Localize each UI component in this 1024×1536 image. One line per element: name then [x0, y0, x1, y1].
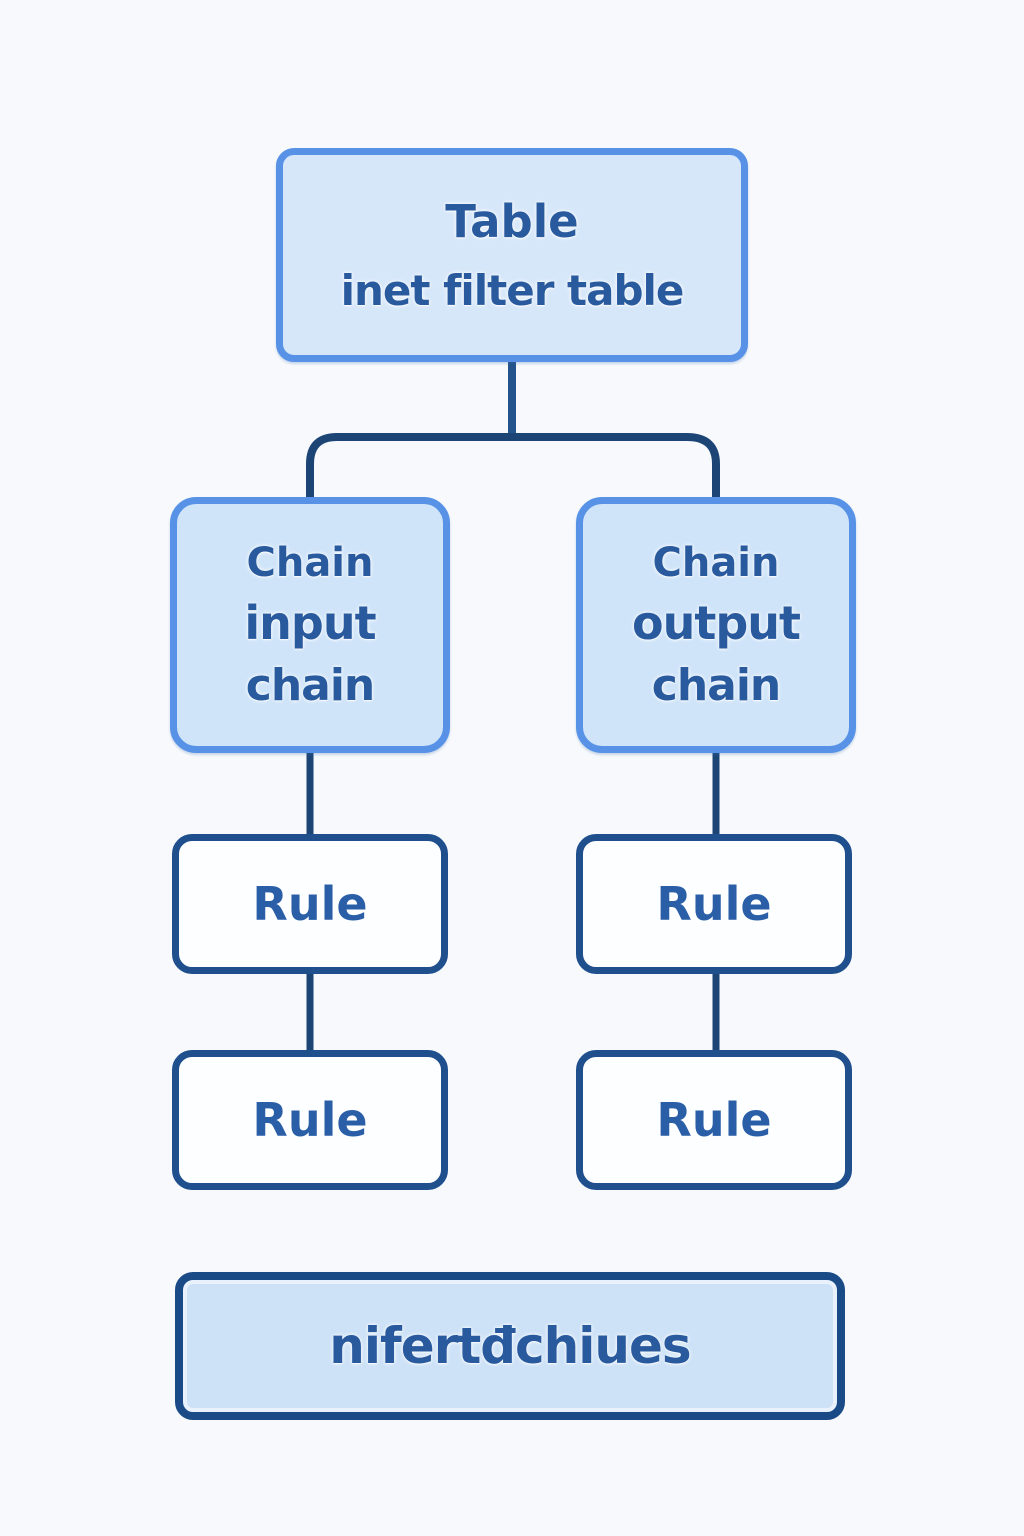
rule-output-1-label: Rule	[656, 877, 772, 931]
footer-caption-label: nifertđchiues	[329, 1317, 691, 1375]
chain-output-node: Chain output chain	[576, 497, 856, 753]
table-node-title: Table	[445, 195, 579, 248]
chain-output-node-title: Chain	[652, 539, 780, 586]
chain-output-node-name: output	[631, 595, 801, 650]
chain-input-node-name: input	[244, 595, 376, 650]
rule-input-2-label: Rule	[252, 1093, 368, 1147]
table-node-subtitle: inet filter table	[340, 266, 685, 315]
rule-output-1-node: Rule	[576, 834, 852, 974]
chain-output-node-suffix: chain	[651, 659, 782, 711]
footer-caption-node: nifertđchiues	[175, 1272, 845, 1420]
rule-input-2-node: Rule	[172, 1050, 448, 1190]
rule-output-2-node: Rule	[576, 1050, 852, 1190]
chain-input-node-suffix: chain	[245, 659, 376, 711]
connector-table-to-chains	[306, 433, 720, 501]
table-node: Table inet filter table	[276, 148, 748, 362]
chain-input-node: Chain input chain	[170, 497, 450, 753]
chain-input-node-title: Chain	[246, 539, 374, 586]
rule-input-1-node: Rule	[172, 834, 448, 974]
rule-output-2-label: Rule	[656, 1093, 772, 1147]
rule-input-1-label: Rule	[252, 877, 368, 931]
